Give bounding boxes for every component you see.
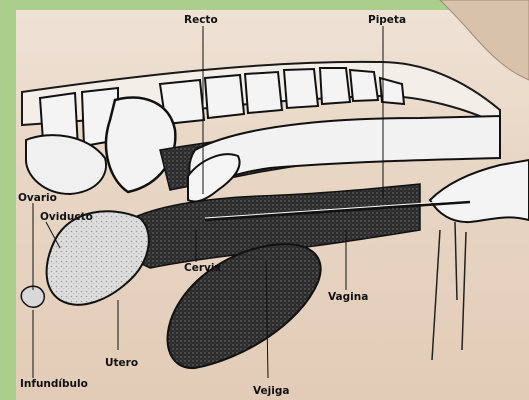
label-vejiga: Vejiga xyxy=(253,385,289,397)
label-oviducto: Oviducto xyxy=(40,211,93,223)
label-recto: Recto xyxy=(184,14,218,26)
label-cervix: Cervix xyxy=(184,262,221,274)
hind-leg-lines xyxy=(432,222,466,360)
label-ovario: Ovario xyxy=(18,192,57,204)
paper-corner xyxy=(440,0,529,80)
uterine-horns xyxy=(47,211,149,304)
pelvic-bone xyxy=(106,98,175,192)
arm-in-rectum xyxy=(189,116,500,192)
hand-holding-pipette xyxy=(430,160,529,222)
label-vagina: Vagina xyxy=(328,291,368,303)
label-utero: Utero xyxy=(105,357,138,369)
label-infundibulo: Infundíbulo xyxy=(20,378,88,390)
label-pipeta: Pipeta xyxy=(368,14,406,26)
